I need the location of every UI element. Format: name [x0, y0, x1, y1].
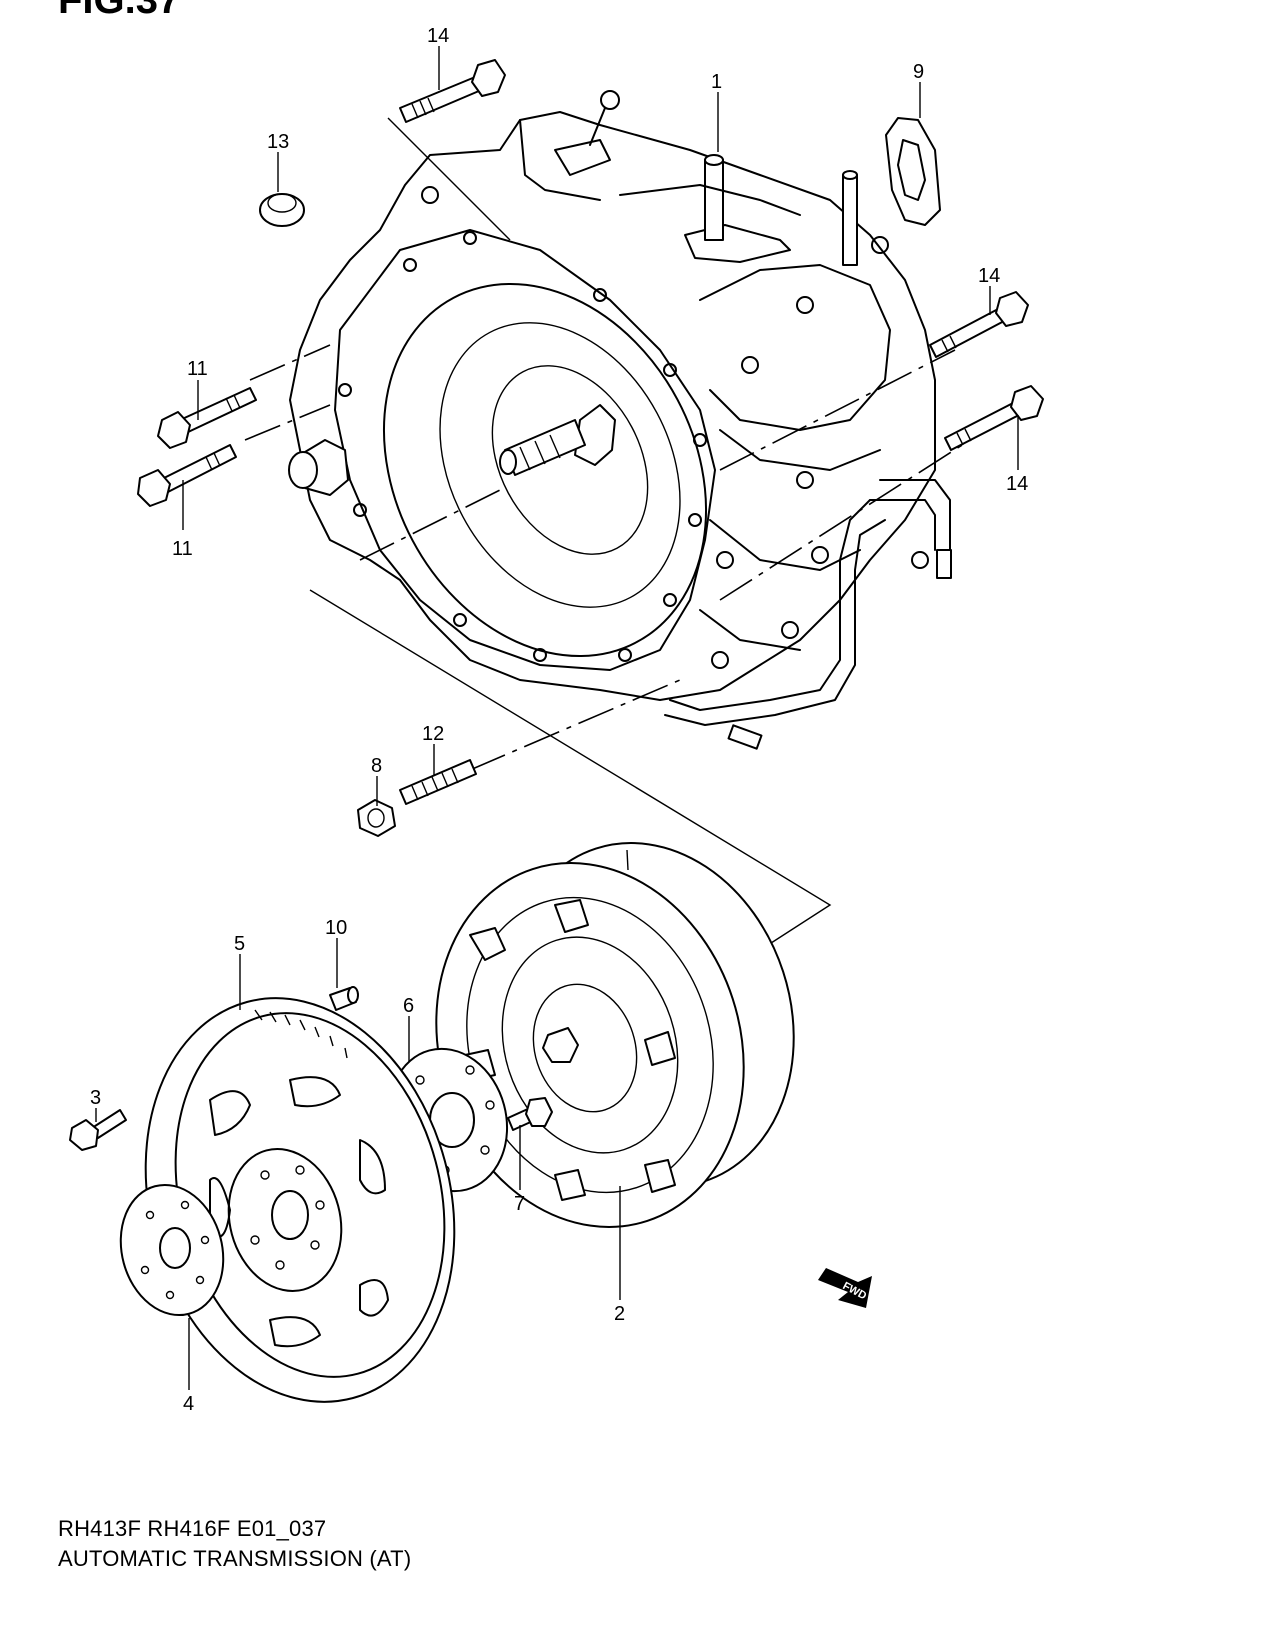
leader-lines [95, 46, 1019, 1390]
part-10-pin [329, 986, 359, 1011]
callout-5: 5 [234, 933, 245, 955]
callout-8: 8 [371, 755, 382, 777]
bolt-14-right-lower [944, 385, 1044, 451]
model-code: RH413F RH416F E01_037 [58, 1516, 327, 1541]
callout-9: 9 [913, 61, 924, 83]
centerline [249, 344, 331, 381]
part-9-gasket [885, 117, 941, 226]
diagram-title: AUTOMATIC TRANSMISSION (AT) [58, 1546, 412, 1571]
part-2-torque-converter [435, 842, 795, 1228]
part-8-nut [357, 799, 396, 837]
bolt-14-top [399, 59, 506, 123]
callout-numbers: 14 1 9 13 14 11 11 14 12 8 10 5 6 3 7 2 … [90, 25, 1028, 1415]
callout-13: 13 [267, 131, 289, 153]
part-12-stud [399, 759, 477, 805]
callout-12: 12 [422, 723, 444, 745]
callout-2: 2 [614, 1303, 625, 1325]
callout-4: 4 [183, 1393, 194, 1415]
centerline [719, 439, 971, 601]
figure-label: FIG.37 [58, 0, 181, 22]
centerline [359, 489, 501, 561]
callout-6: 6 [403, 995, 414, 1017]
callout-11-lower: 11 [172, 538, 193, 560]
part-3-bolt [69, 1109, 127, 1151]
centerline [469, 679, 681, 771]
centerline [244, 404, 331, 441]
callout-14-right-lower: 14 [1006, 473, 1028, 495]
callout-11-upper: 11 [187, 358, 208, 380]
assembly-leader [387, 117, 511, 241]
part-7-bolt [507, 1097, 553, 1131]
callout-14-top: 14 [427, 25, 449, 47]
callout-7: 7 [514, 1193, 525, 1215]
transmission-case [288, 90, 952, 750]
callout-10: 10 [325, 917, 347, 939]
bolt-11-lower [137, 444, 237, 507]
callout-3: 3 [90, 1087, 101, 1109]
part-4-adapter-plate [119, 1183, 225, 1317]
fwd-arrow-icon: FWD [818, 1268, 872, 1308]
bolt-14-right-upper [929, 291, 1029, 358]
bolt-11-upper [157, 387, 257, 449]
assembly-leader [309, 589, 832, 946]
centerline [719, 349, 956, 471]
callout-1: 1 [711, 71, 722, 93]
callout-14-right-upper: 14 [978, 265, 1000, 287]
part-13-plug [259, 193, 305, 227]
